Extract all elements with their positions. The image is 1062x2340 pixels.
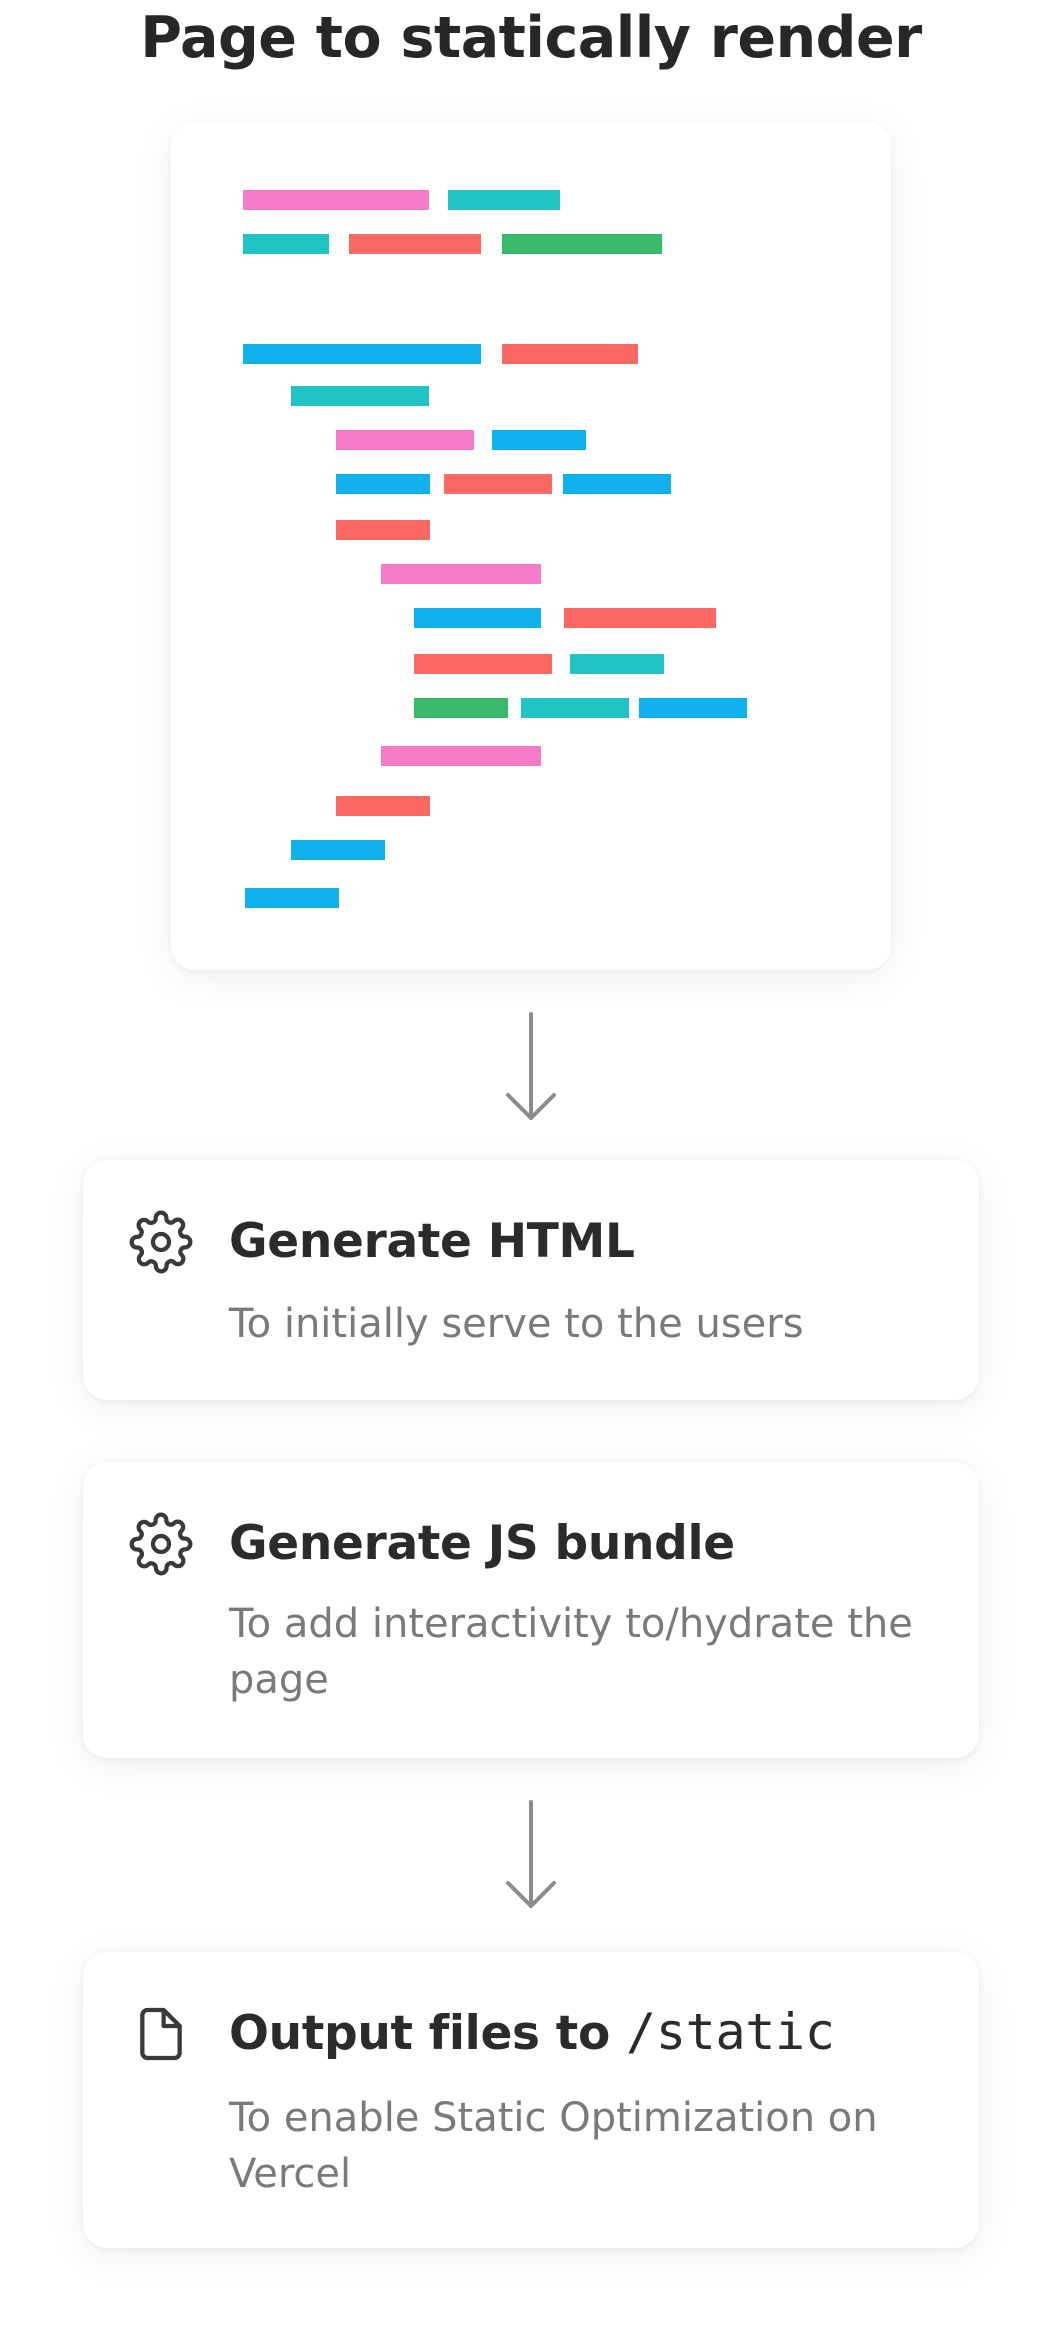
code-token [245, 888, 339, 908]
code-token [639, 698, 747, 718]
code-token [414, 608, 541, 628]
file-icon [129, 2002, 193, 2066]
code-token [492, 430, 586, 450]
step-card-generate-js-bundle: Generate JS bundle To add interactivity … [83, 1462, 979, 1758]
code-token [381, 746, 541, 766]
gear-icon [129, 1210, 193, 1274]
code-token [570, 654, 664, 674]
code-token [336, 474, 430, 494]
code-token [336, 430, 474, 450]
code-token [243, 234, 329, 254]
code-token [521, 698, 629, 718]
arrow-down-icon [505, 1800, 557, 1912]
code-token [448, 190, 560, 210]
gear-icon [129, 1512, 193, 1576]
code-token [563, 474, 671, 494]
step-title: Generate JS bundle [229, 1516, 735, 1571]
code-token [444, 474, 552, 494]
code-token [291, 840, 385, 860]
step-description: To initially serve to the users [229, 1301, 804, 1347]
code-preview-card [171, 122, 891, 970]
step-card-generate-html: Generate HTML To initially serve to the … [83, 1160, 979, 1400]
code-token [381, 564, 541, 584]
code-token [243, 190, 429, 210]
code-token [336, 796, 430, 816]
page-title: Page to statically render [140, 5, 922, 71]
code-illustration [243, 190, 747, 908]
step-card-output-files: Output files to /static To enable Static… [83, 1952, 979, 2248]
code-token [564, 608, 716, 628]
code-token [336, 520, 430, 540]
code-token [414, 654, 552, 674]
step-description: To enable Static Optimization on Vercel [229, 2095, 878, 2197]
code-token [291, 386, 429, 406]
step-title: Output files to /static [229, 2002, 835, 2064]
code-token [502, 344, 638, 364]
step-description: To add interactivity to/hydrate the page [229, 1601, 913, 1703]
code-token [243, 344, 481, 364]
step-title-text: Output files to [229, 2006, 610, 2061]
code-token [502, 234, 662, 254]
static-path-code: /static [626, 2003, 835, 2061]
code-token [414, 698, 508, 718]
arrow-down-icon [505, 1012, 557, 1124]
code-token [349, 234, 481, 254]
step-title: Generate HTML [229, 1214, 635, 1269]
